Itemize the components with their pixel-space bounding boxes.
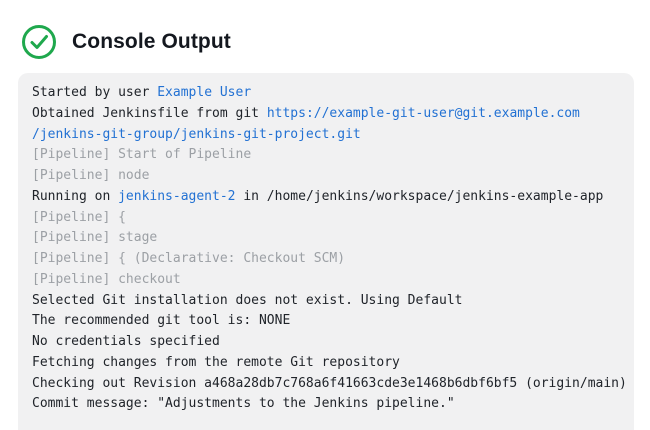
console-line: [Pipeline] { [32, 208, 620, 229]
console-line: /jenkins-git-group/jenkins-git-project.g… [32, 125, 620, 146]
console-text: [Pipeline] stage [32, 230, 158, 246]
console-line: Started by user Example User [32, 83, 620, 104]
console-line: Fetching changes from the remote Git rep… [32, 353, 620, 374]
console-line: No credentials specified [32, 332, 620, 353]
console-line: [Pipeline] { (Declarative: Checkout SCM) [32, 249, 620, 270]
success-check-icon [20, 23, 58, 61]
console-line: The recommended git tool is: NONE [32, 311, 620, 332]
console-line: Running on jenkins-agent-2 in /home/jenk… [32, 187, 620, 208]
console-text: [Pipeline] { [32, 209, 126, 225]
console-text: The recommended git tool is: NONE [32, 313, 291, 329]
console-text: No credentials specified [32, 334, 220, 349]
console-text: [Pipeline] checkout [32, 271, 181, 287]
console-text: Fetching changes from the remote Git rep… [32, 354, 400, 370]
console-link[interactable]: Example User [157, 85, 252, 100]
console-text: Selected Git installation does not exist… [32, 292, 463, 308]
console-text: Commit message: "Adjustments to the Jenk… [32, 396, 455, 412]
console-text: in /home/jenkins/workspace/jenkins-examp… [235, 188, 604, 204]
console-line: Checking out Revision a468a28db7c768a6f4… [32, 374, 627, 395]
page-header: Console Output [0, 0, 650, 70]
console-line: [Pipeline] Start of Pipeline [32, 145, 620, 166]
console-text: [Pipeline] Start of Pipeline [32, 147, 252, 163]
console-line: [Pipeline] stage [32, 228, 620, 249]
console-text: Running on [32, 188, 119, 204]
console-line: [Pipeline] node [32, 166, 620, 187]
console-line: Obtained Jenkinsfile from git https://ex… [32, 104, 620, 125]
console-line: [Pipeline] checkout [32, 270, 620, 291]
console-line: Commit message: "Adjustments to the Jenk… [32, 394, 620, 415]
page-title: Console Output [72, 29, 231, 53]
console-link[interactable]: jenkins-agent-2 [118, 188, 236, 204]
console-text: Started by user [32, 85, 158, 100]
console-text: Checking out Revision a468a28db7c768a6f4… [32, 375, 627, 391]
console-link[interactable]: https://example-git-user@git.example.com [266, 105, 580, 121]
console-text: Obtained Jenkinsfile from git [32, 105, 267, 121]
console-line: Selected Git installation does not exist… [32, 291, 620, 312]
console-link[interactable]: /jenkins-git-group/jenkins-git-project.g… [32, 126, 361, 142]
console-text: [Pipeline] { (Declarative: Checkout SCM) [32, 251, 346, 266]
console-text: [Pipeline] node [32, 168, 150, 183]
